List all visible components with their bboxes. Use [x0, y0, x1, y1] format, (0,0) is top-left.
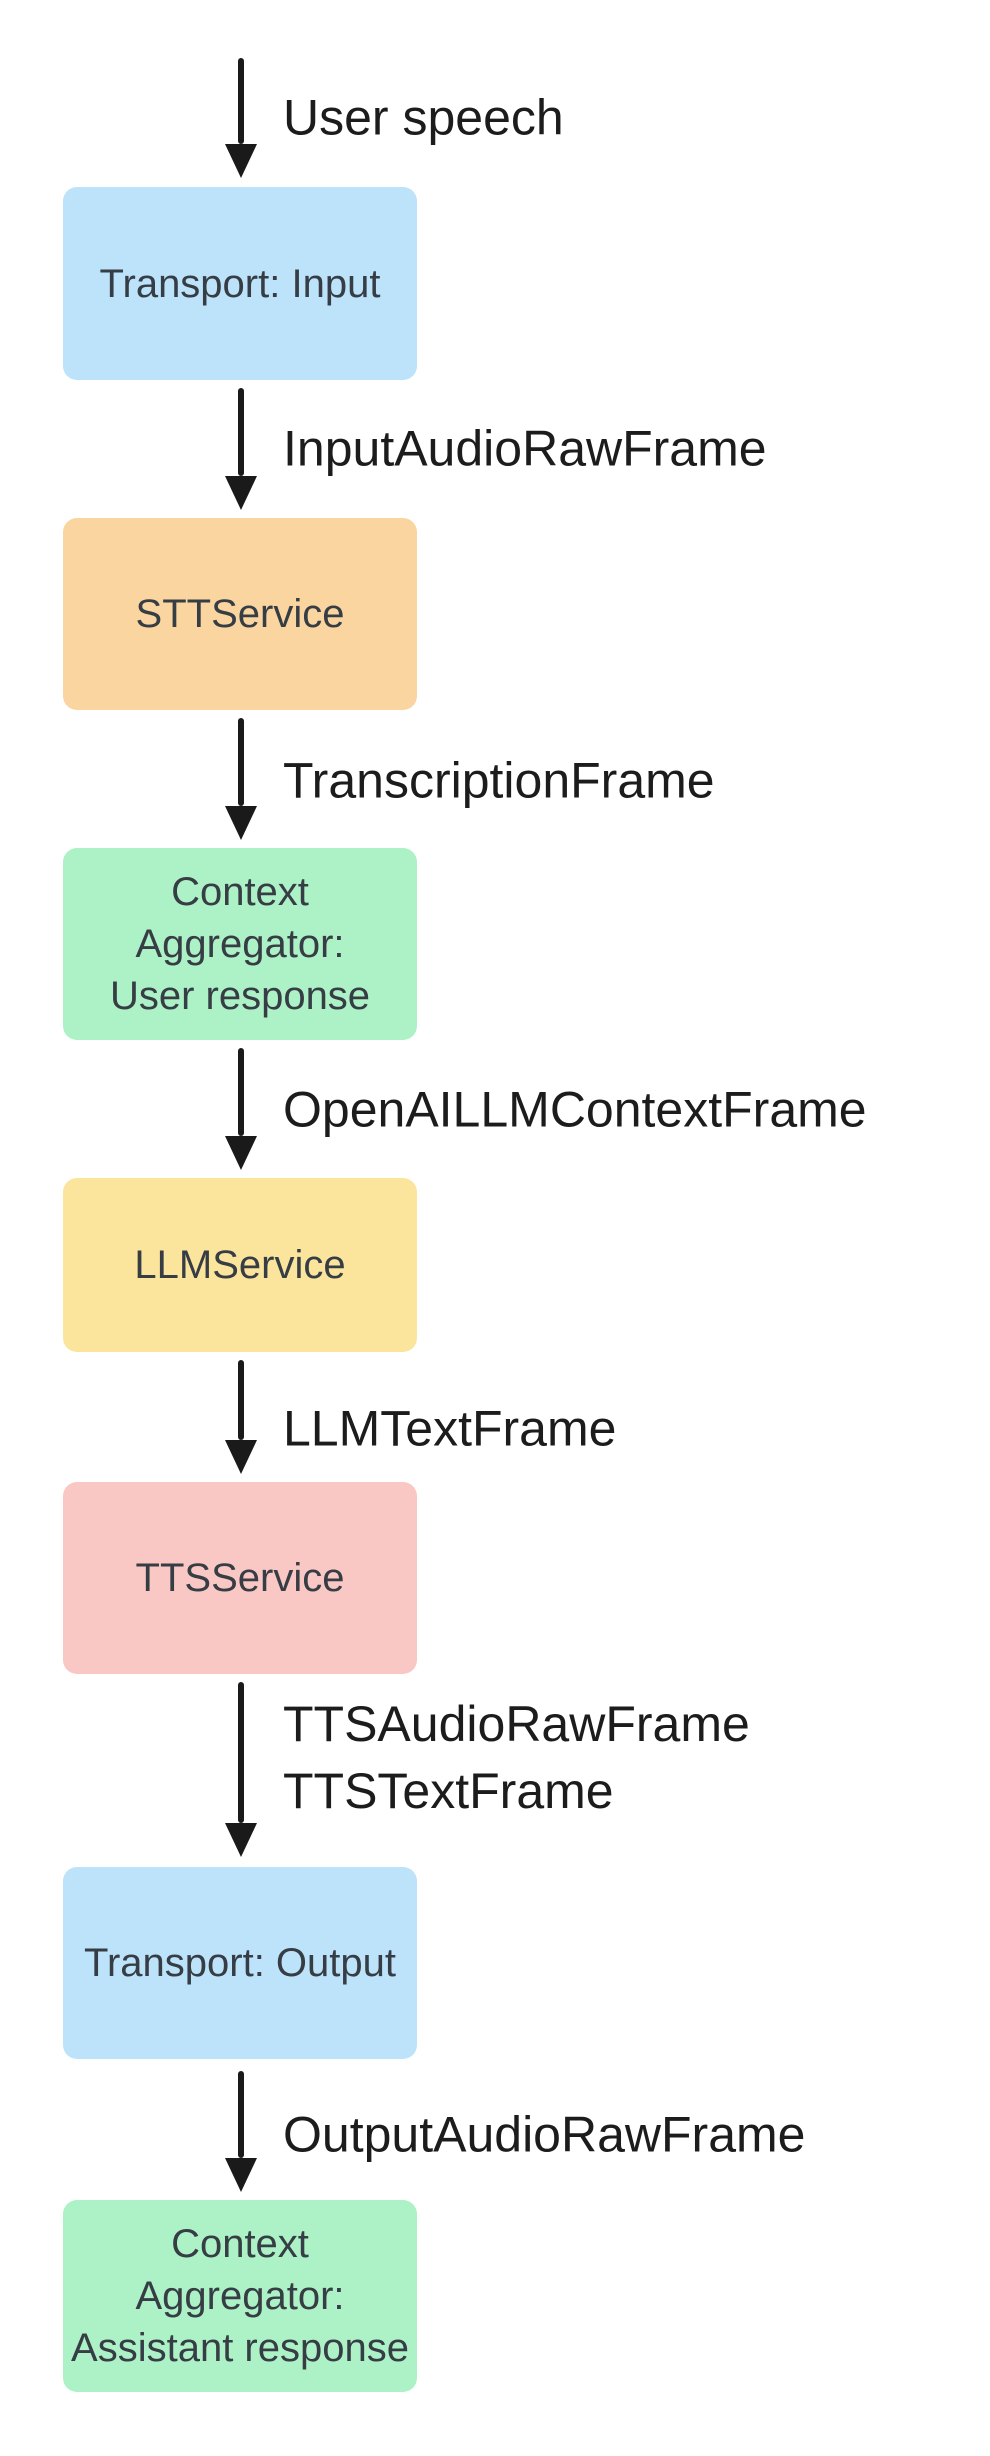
edge-label-line: InputAudioRawFrame: [283, 420, 767, 477]
node-label-line-1: Context Aggregator:: [135, 870, 345, 966]
node-label: Transport: Output: [84, 1941, 396, 1985]
node-context-aggregator-assistant: Context Aggregator: Assistant response: [63, 2200, 417, 2392]
arrow-head: [224, 144, 257, 178]
arrow-head: [224, 806, 257, 840]
node-context-aggregator-user: Context Aggregator: User response: [63, 848, 417, 1040]
edge-label-line: OutputAudioRawFrame: [283, 2106, 806, 2163]
edge-label-tts-frames: TTSAudioRawFrame TTSTextFrame: [283, 1691, 750, 1825]
edge-label-line: TranscriptionFrame: [283, 752, 715, 809]
arrow-shaft: [237, 718, 244, 806]
arrow-head: [224, 1440, 257, 1474]
node-transport-input: Transport: Input: [63, 187, 417, 380]
node-label-line-2: Assistant response: [71, 2326, 409, 2370]
arrow-down-icon: [224, 1048, 257, 1170]
node-label-line-1: Context Aggregator:: [135, 2222, 345, 2318]
node-label: STTService: [135, 592, 345, 636]
edge-label-line: LLMTextFrame: [283, 1400, 617, 1457]
arrow-down-icon: [224, 1360, 257, 1474]
edge-label-line: OpenAILLMContextFrame: [283, 1081, 867, 1138]
node-label: Transport: Input: [99, 261, 381, 306]
node-label-line-2: User response: [109, 974, 371, 1018]
arrow-down-icon: [224, 388, 257, 510]
node-label: LLMService: [134, 1243, 346, 1287]
arrow-shaft: [237, 58, 244, 144]
edge-label-line-2: TTSTextFrame: [283, 1763, 614, 1819]
edge-label-output-audio-raw-frame: OutputAudioRawFrame: [283, 2102, 805, 2169]
edge-label-llm-text-frame: LLMTextFrame: [283, 1396, 616, 1463]
node-tts-service: TTSService: [63, 1482, 417, 1674]
arrow-head: [224, 2158, 257, 2192]
edge-label-user-speech: User speech: [283, 85, 564, 152]
node-llm-service: LLMService: [63, 1178, 417, 1352]
arrow-down-icon: [224, 58, 257, 178]
arrow-head: [224, 1823, 257, 1857]
edge-label-input-audio-raw-frame: InputAudioRawFrame: [283, 416, 767, 483]
arrow-shaft: [237, 388, 244, 476]
arrow-shaft: [237, 1360, 244, 1440]
arrow-shaft: [237, 2071, 244, 2158]
edge-label-openai-llm-context-frame: OpenAILLMContextFrame: [283, 1077, 867, 1144]
arrow-shaft: [237, 1682, 244, 1823]
edge-label-line-1: TTSAudioRawFrame: [283, 1696, 750, 1752]
edge-label-line: User speech: [283, 89, 564, 146]
node-label: TTSService: [135, 1556, 345, 1600]
arrow-head: [224, 476, 257, 510]
arrow-down-icon: [224, 718, 257, 840]
node-transport-output: Transport: Output: [63, 1867, 417, 2059]
arrow-down-icon: [224, 2071, 257, 2192]
node-stt-service: STTService: [63, 518, 417, 710]
arrow-head: [224, 1136, 257, 1170]
arrow-shaft: [237, 1048, 244, 1136]
edge-label-transcription-frame: TranscriptionFrame: [283, 748, 715, 815]
arrow-down-icon: [224, 1682, 257, 1857]
